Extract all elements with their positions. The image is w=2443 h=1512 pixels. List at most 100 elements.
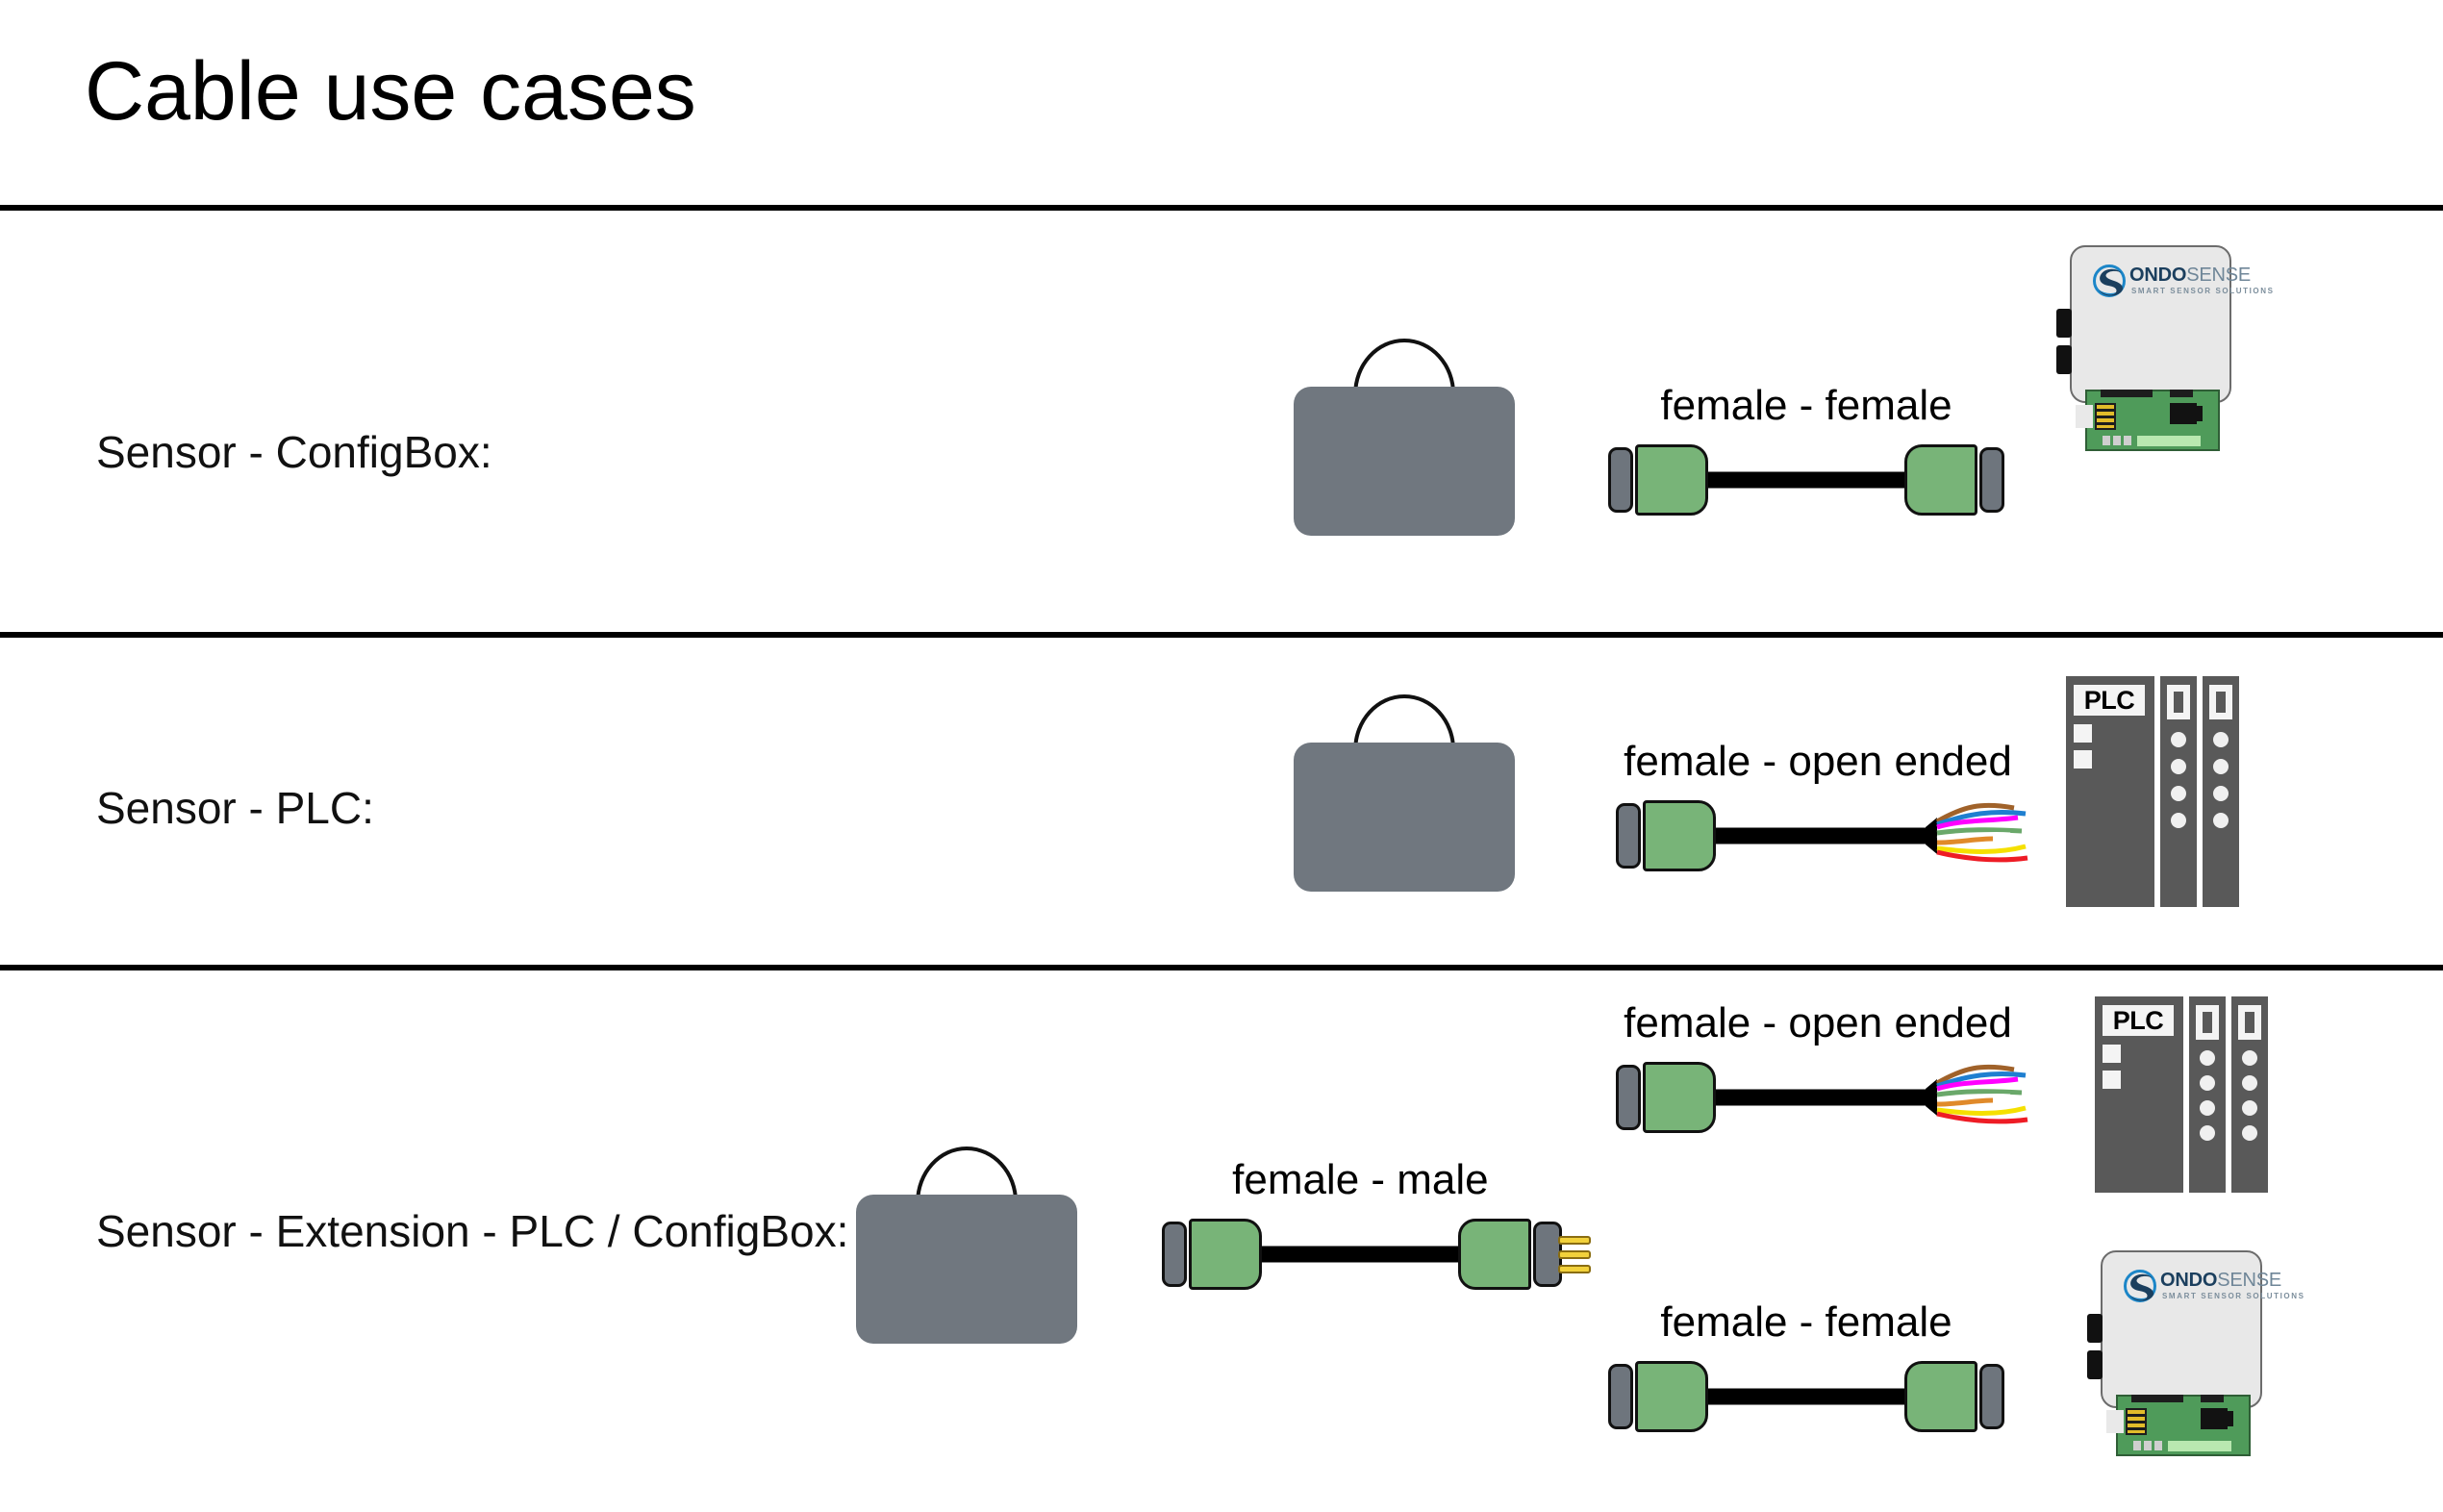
cable-lead	[1708, 471, 1912, 489]
plc-led	[2242, 1075, 2257, 1091]
cable-lead	[1708, 1388, 1912, 1405]
plc-device-row3: PLC	[2095, 996, 2270, 1193]
connector-female-left	[1635, 444, 1708, 516]
cable-label: female - female	[1660, 1298, 1952, 1346]
ondosense-wordmark: ONDOSENSE	[2160, 1271, 2281, 1290]
sensor-body	[1294, 743, 1515, 892]
plc-led	[2200, 1075, 2215, 1091]
cable-lead	[1716, 1089, 1933, 1106]
connector-cap-left	[1608, 447, 1633, 513]
cable-female-open-ended-row2: female - open ended	[1616, 738, 2028, 875]
ondosense-wordmark-secondary: SENSE	[2186, 265, 2252, 286]
configbox-side-tab-upper	[2056, 309, 2072, 338]
ondosense-tagline: SMART SENSOR SOLUTIONS	[2162, 1292, 2305, 1300]
connector-cap-left	[1616, 803, 1641, 869]
open-ended-wires	[1926, 802, 2028, 863]
plc-led	[2171, 732, 2186, 747]
pcb-gold-connector	[2126, 1408, 2147, 1435]
configbox-shell: ONDOSENSE SMART SENSOR SOLUTIONS	[2101, 1250, 2304, 1408]
configbox-side-tab-lower	[2087, 1350, 2103, 1379]
plc-label: PLC	[2103, 1005, 2174, 1036]
divider-rule-middle	[0, 632, 2443, 638]
cable-label: female - female	[1660, 382, 1952, 429]
sensor-body	[1294, 387, 1515, 536]
plc-led	[2200, 1050, 2215, 1066]
plc-main-module: PLC	[2095, 996, 2183, 1193]
connector-cap-left	[1608, 1364, 1633, 1429]
cable-female-male-row3: female - male	[1162, 1159, 1591, 1294]
plc-led	[2171, 813, 2186, 828]
plc-io-slot	[2209, 685, 2232, 719]
cable-lead	[1716, 827, 1933, 844]
configbox-pcb	[2106, 1395, 2251, 1456]
plc-status-square-2	[2103, 1071, 2121, 1089]
plc-led	[2171, 786, 2186, 801]
ondosense-tagline: SMART SENSOR SOLUTIONS	[2131, 287, 2275, 295]
cable-graphic	[1616, 1062, 2028, 1133]
configbox-pcb	[2076, 390, 2220, 451]
ondosense-wordmark: ONDOSENSE	[2129, 265, 2251, 285]
cable-graphic	[1608, 444, 2004, 516]
pcb-notch-right	[2170, 390, 2193, 397]
plc-status-square-1	[2074, 724, 2092, 743]
connector-female-left	[1643, 1062, 1716, 1133]
ondosense-logo: ONDOSENSE SMART SENSOR SOLUTIONS	[2124, 1270, 2304, 1304]
connector-female-left	[1635, 1361, 1708, 1432]
pcb-white-block	[2076, 405, 2093, 428]
connector-male-pin-2	[1558, 1250, 1591, 1259]
plc-io-slot	[2196, 1005, 2219, 1040]
ondosense-swoosh-icon	[2093, 265, 2126, 297]
cable-female-open-ended-row3: female - open ended	[1616, 999, 2028, 1137]
connector-cap-left	[1616, 1065, 1641, 1130]
pcb-black-connector	[2201, 1408, 2233, 1429]
plc-led	[2213, 759, 2229, 774]
plc-led	[2242, 1100, 2257, 1116]
open-ended-wires	[1926, 1064, 2028, 1124]
ondosense-logo: ONDOSENSE SMART SENSOR SOLUTIONS	[2093, 265, 2273, 299]
cable-graphic	[1608, 1361, 2004, 1432]
sensor-body	[856, 1195, 1077, 1344]
connector-male-pin-3	[1558, 1265, 1591, 1273]
configbox-side-tab-lower	[2056, 345, 2072, 374]
pcb-light-strip	[2168, 1441, 2231, 1451]
plc-io-slot	[2167, 685, 2190, 719]
plc-led	[2200, 1125, 2215, 1141]
sensor-device-row1	[1294, 339, 1515, 536]
pcb-white-block	[2106, 1410, 2124, 1433]
divider-rule-top	[0, 205, 2443, 211]
cable-label: female - open ended	[1624, 999, 2012, 1046]
plc-led	[2213, 786, 2229, 801]
cable-female-female-row3: female - female	[1608, 1301, 2004, 1436]
connector-female-left	[1189, 1219, 1262, 1290]
cable-label: female - open ended	[1624, 738, 2012, 785]
connector-male-barrel	[1458, 1219, 1531, 1290]
sensor-device-row3	[856, 1147, 1077, 1344]
plc-led	[2213, 813, 2229, 828]
connector-male-pin-1	[1558, 1236, 1591, 1245]
plc-device-row2: PLC	[2066, 676, 2241, 907]
pcb-pads	[2133, 1441, 2162, 1450]
connector-cap-left	[1162, 1222, 1187, 1287]
divider-rule-bottom	[0, 965, 2443, 970]
plc-main-module: PLC	[2066, 676, 2154, 907]
row-label-sensor-plc: Sensor - PLC:	[96, 783, 374, 833]
configbox-side-tab-upper	[2087, 1314, 2103, 1343]
plc-status-square-2	[2074, 750, 2092, 769]
ondosense-wordmark-secondary: SENSE	[2217, 1270, 2282, 1291]
ondosense-wordmark-primary: ONDO	[2129, 265, 2187, 286]
plc-led	[2242, 1125, 2257, 1141]
configbox-device-row1: ONDOSENSE SMART SENSOR SOLUTIONS	[2056, 245, 2273, 466]
plc-io-module-2	[2203, 676, 2239, 907]
connector-female-left	[1643, 800, 1716, 871]
plc-io-module-1	[2160, 676, 2197, 907]
plc-io-module-2	[2231, 996, 2268, 1193]
connector-cap-right	[1979, 1364, 2004, 1429]
connector-cap-right	[1979, 447, 2004, 513]
pcb-notch-right	[2201, 1395, 2224, 1402]
ondosense-swoosh-icon	[2124, 1270, 2156, 1302]
pcb-gold-connector	[2095, 403, 2116, 430]
configbox-device-row3: ONDOSENSE SMART SENSOR SOLUTIONS	[2087, 1250, 2304, 1472]
row-label-sensor-extension: Sensor - Extension - PLC / ConfigBox:	[96, 1206, 849, 1256]
plc-led	[2242, 1050, 2257, 1066]
